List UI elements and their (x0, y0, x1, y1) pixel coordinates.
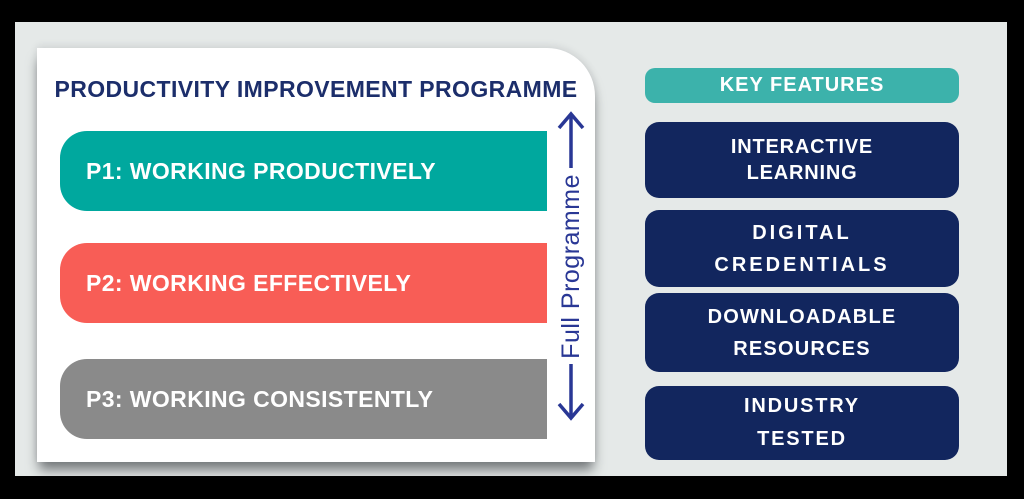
feature-line: INTERACTIVE (730, 136, 874, 158)
full-programme-label: Full Programme (556, 173, 585, 359)
key-features-header: KEY FEATURES (645, 68, 959, 103)
full-programme-axis: Full Programme (547, 110, 595, 422)
feature-line: RESOURCES (733, 337, 871, 360)
programme-bar-p2-label: P2: WORKING EFFECTIVELY (86, 269, 412, 296)
feature-box-downloadable-resources: DOWNLOADABLE RESOURCES (645, 293, 959, 372)
programme-bar-p3: P3: WORKING CONSISTENTLY (60, 359, 547, 439)
programme-title: PRODUCTIVITY IMPROVEMENT PROGRAMME (54, 76, 578, 102)
feature-box-industry-tested: INDUSTRY TESTED (645, 386, 959, 460)
programme-bar-p2: P2: WORKING EFFECTIVELY (60, 243, 547, 323)
arrow-down-icon (557, 363, 585, 421)
programme-bar-p1-label: P1: WORKING PRODUCTIVELY (86, 157, 436, 184)
feature-line: DIGITAL (752, 221, 852, 244)
feature-line: INDUSTRY (744, 395, 860, 417)
feature-line: DOWNLOADABLE (707, 305, 897, 328)
feature-line: TESTED (757, 428, 847, 450)
arrow-up-icon (557, 111, 585, 168)
feature-line: LEARNING (746, 162, 858, 184)
programme-bar-p3-label: P3: WORKING CONSISTENTLY (86, 385, 434, 412)
feature-box-interactive-learning: INTERACTIVE LEARNING (645, 122, 959, 198)
programme-bar-p1: P1: WORKING PRODUCTIVELY (60, 131, 547, 211)
feature-box-digital-credentials: DIGITAL CREDENTIALS (645, 210, 959, 287)
programme-card: PRODUCTIVITY IMPROVEMENT PROGRAMME P1: W… (37, 48, 595, 462)
feature-line: CREDENTIALS (714, 253, 890, 276)
